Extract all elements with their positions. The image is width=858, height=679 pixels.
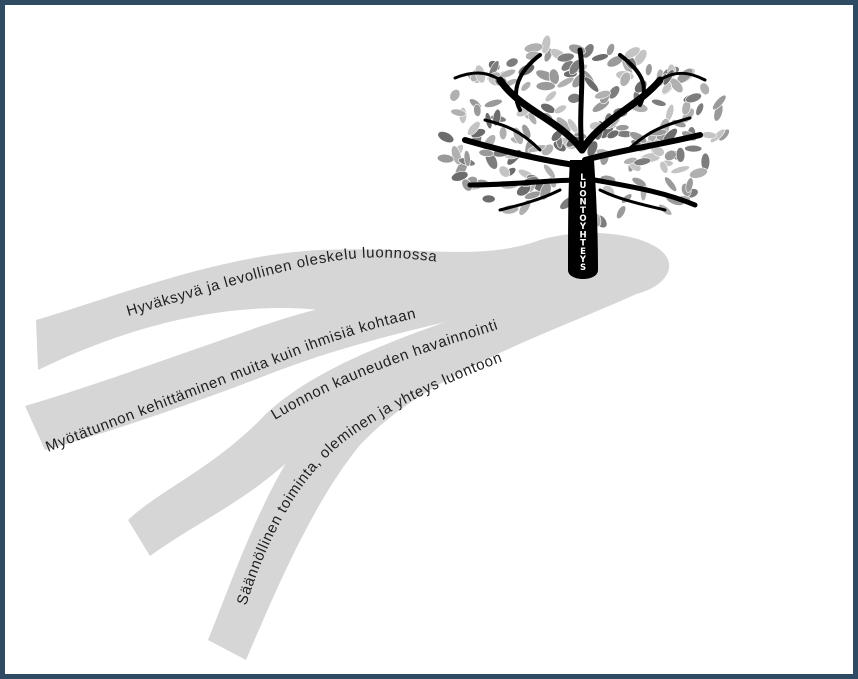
trunk-letter: Y (579, 222, 587, 232)
leaf (652, 146, 665, 157)
leaf (685, 177, 694, 193)
leaf (481, 194, 496, 204)
trunk-letter: H (579, 230, 586, 240)
ribbon-3 (128, 265, 640, 556)
leaf (467, 121, 481, 136)
leaf (616, 205, 627, 220)
leaf (675, 147, 686, 163)
leaf (659, 161, 669, 174)
leaf (651, 98, 667, 107)
leaf (664, 149, 677, 161)
leaf (689, 167, 708, 179)
leaf (633, 157, 652, 166)
leaf (498, 165, 511, 178)
leaf (699, 82, 710, 96)
trunk-letter: N (579, 198, 586, 208)
leaf (631, 177, 647, 188)
leaf (548, 68, 560, 85)
leaf (615, 124, 630, 132)
leaf (540, 34, 552, 54)
leaf (437, 131, 455, 144)
trunk-letter: L (580, 173, 586, 183)
trunk-letter: U (580, 181, 587, 191)
leaf (695, 102, 704, 116)
leaf (567, 118, 579, 134)
leaf (521, 124, 532, 139)
leaf (544, 90, 557, 103)
leaf (520, 81, 532, 92)
leaf (584, 76, 600, 93)
leaf (670, 165, 690, 174)
leaf (684, 144, 703, 153)
leaf (606, 129, 620, 139)
leaf (556, 76, 575, 89)
leaf (449, 89, 461, 102)
trunk-letter: O (579, 214, 586, 224)
leaf (463, 150, 471, 167)
leaf (535, 81, 556, 91)
leaf (450, 108, 467, 117)
leaf (451, 170, 469, 182)
leaf (473, 103, 482, 117)
trunk-letter: T (580, 239, 586, 249)
leaf (685, 92, 702, 104)
leaf (591, 53, 609, 62)
trunk-letter: T (580, 206, 586, 216)
leaf (543, 163, 556, 179)
ribbon-1 (36, 232, 670, 370)
leaf (484, 98, 503, 108)
trunk-letter: Y (579, 255, 587, 265)
leaf (619, 71, 631, 87)
leaf (608, 85, 621, 100)
leaf (645, 63, 653, 76)
tree-trunk (568, 160, 598, 279)
leaf (478, 149, 494, 157)
ribbons (25, 232, 670, 660)
leaf (701, 131, 717, 139)
leaf (556, 52, 575, 63)
leaf (664, 176, 677, 192)
leaf (436, 153, 455, 164)
leaf (505, 57, 519, 68)
leaf (499, 126, 508, 140)
trunk-letter: O (579, 189, 586, 199)
trunk-letter: E (580, 247, 586, 257)
trunk-letter: S (580, 263, 586, 273)
leaf (594, 90, 611, 100)
leaf (554, 104, 567, 115)
leaf (712, 94, 727, 111)
